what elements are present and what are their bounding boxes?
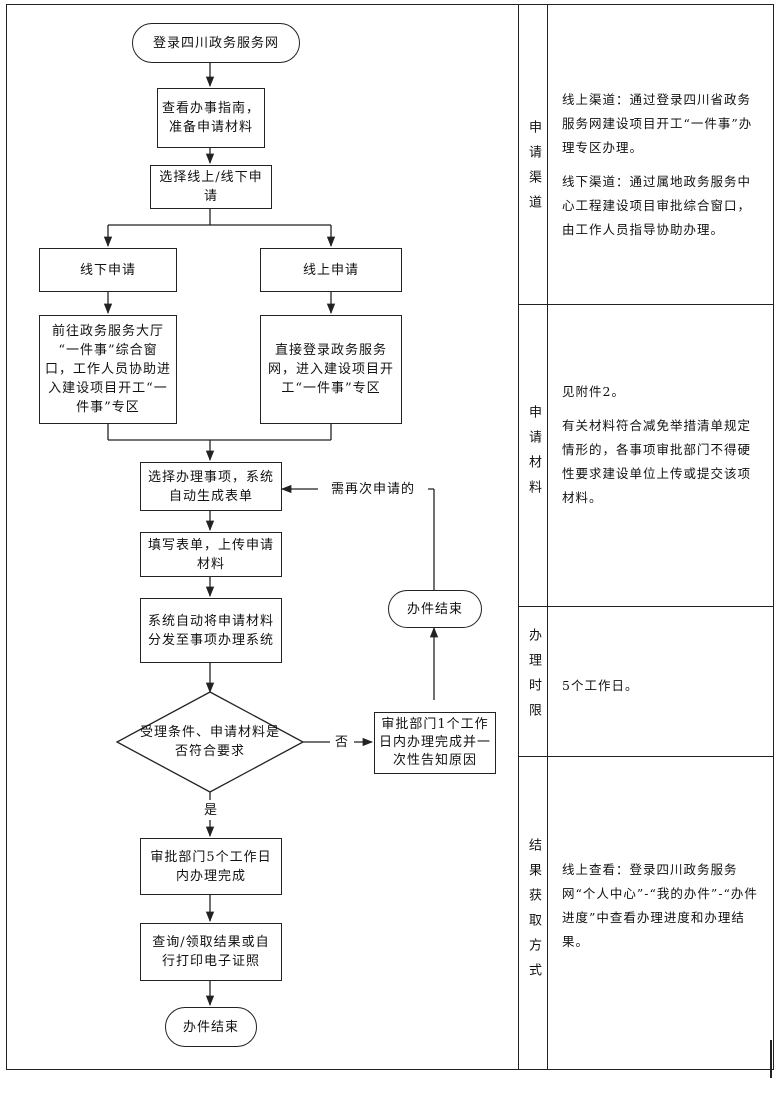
materials-attachment-text: 见附件2。 [562, 384, 625, 399]
online-detail-step: 直接登录政务服务 网，进入建设项目开 工“一件事”专区 [260, 315, 402, 424]
channel-online-text: 线上渠道：通过登录四川省政务服务网建设项目开工“一件事”办理专区办理。 [562, 92, 753, 155]
section-label-materials: 申请材料 [521, 405, 545, 505]
row-divider-3 [518, 756, 774, 757]
fill-form-step: 填写表单，上传申请 材料 [140, 532, 282, 577]
section-label-text: 申请渠道 [526, 120, 541, 220]
guide-step: 查看办事指南， 准备申请材料 [157, 88, 265, 148]
decision-text: 受理条件、申请材料是 否符合要求 [139, 725, 280, 759]
start-node: 登录四川政务服务网 [132, 23, 300, 63]
offline-apply-step: 线下申请 [39, 248, 177, 292]
section-label-result: 结果获取方式 [521, 838, 545, 988]
time-text: 5个工作日。 [562, 678, 639, 693]
row-divider-1 [518, 304, 774, 305]
section-label-text: 办理时限 [526, 628, 541, 728]
offline-detail-step: 前往政务服务大厅 “一件事”综合窗 口，工作人员协助进 入建设项目开工“一 件事… [39, 315, 177, 424]
distribute-step: 系统自动将申请材料 分发至事项办理系统 [140, 598, 282, 663]
section-content-channel: 线上渠道：通过登录四川省政务服务网建设项目开工“一件事”办理专区办理。 线下渠道… [562, 88, 762, 252]
materials-rule-text: 有关材料符合减免举措清单规定情形的，各事项审批部门不得硬性要求建设单位上传或提交… [562, 418, 752, 505]
row-divider-2 [518, 606, 774, 607]
column-divider-right [547, 4, 548, 1070]
choose-channel-step: 选择线上/线下申 请 [150, 165, 272, 209]
section-content-result: 线上查看：登录四川政务服务网“个人中心”-“我的办件”-“办件进度”中查看办理进… [562, 858, 762, 964]
section-content-time: 5个工作日。 [562, 674, 762, 708]
section-label-time: 办理时限 [521, 628, 545, 728]
reapply-label: 需再次申请的 [318, 478, 428, 500]
page-frame [6, 4, 774, 1070]
yes-label: 是 [200, 800, 222, 820]
column-divider-left [518, 4, 519, 1070]
query-step: 查询/领取结果或自 行打印电子证照 [140, 923, 282, 981]
section-content-materials: 见附件2。 有关材料符合减免举措清单规定情形的，各事项审批部门不得硬性要求建设单… [562, 380, 762, 520]
reject-step: 审批部门1个工作 日内办理完成并一 次性告知原因 [374, 712, 496, 774]
section-label-channel: 申请渠道 [521, 120, 545, 220]
result-text: 线上查看：登录四川政务服务网“个人中心”-“我的办件”-“办件进度”中查看办理进… [562, 862, 758, 949]
end-reject-node: 办件结束 [388, 590, 482, 628]
select-item-step: 选择办理事项，系统 自动生成表单 [140, 462, 282, 511]
channel-offline-text: 线下渠道：通过属地政务服务中心工程建设项目审批综合窗口，由工作人员指导协助办理。 [562, 174, 752, 237]
approve-step: 审批部门5个工作日 内办理完成 [140, 838, 282, 895]
section-label-text: 申请材料 [526, 405, 541, 505]
no-label: 否 [330, 732, 354, 752]
decision-diamond [115, 691, 305, 793]
online-apply-step: 线上申请 [260, 248, 402, 292]
end-node: 办件结束 [165, 1007, 257, 1047]
edge-mark [770, 1040, 772, 1078]
section-label-text: 结果获取方式 [526, 838, 541, 988]
